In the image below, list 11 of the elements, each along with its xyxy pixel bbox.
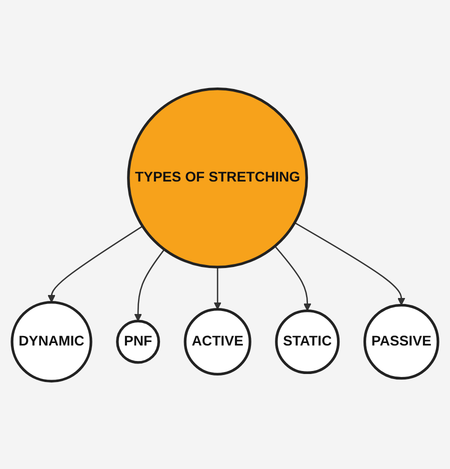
arrow bbox=[134, 248, 165, 321]
node-circle: DYNAMIC bbox=[10, 300, 92, 382]
node-circle: TYPES OF STRETCHING bbox=[127, 86, 308, 268]
arrow bbox=[214, 266, 222, 310]
arrow bbox=[274, 245, 312, 311]
arrow bbox=[294, 222, 406, 305]
node-circle: ACTIVE bbox=[184, 308, 252, 375]
arrow bbox=[48, 225, 143, 302]
node-circle: PASSIVE bbox=[363, 303, 440, 380]
node-circle: STATIC bbox=[275, 308, 340, 374]
node-circle: PNF bbox=[116, 319, 160, 364]
